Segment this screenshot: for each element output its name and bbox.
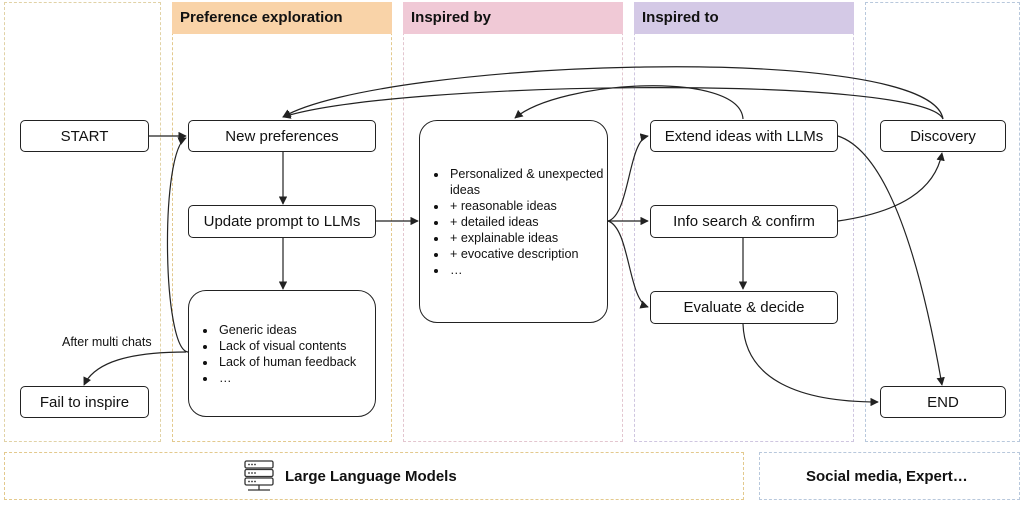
list-item: + reasonable ideas — [448, 198, 607, 214]
evaluate-decide-node: Evaluate & decide — [650, 291, 838, 324]
list-item: Lack of human feedback — [217, 354, 356, 370]
arrow-inspired-by-to-extend — [607, 133, 649, 222]
info-search-node: Info search & confirm — [650, 205, 838, 238]
social-bar: Social media, Expert… — [759, 452, 1020, 500]
arrow-discovery-loop-to-new-preferences-inner — [282, 87, 944, 120]
lane-start — [4, 2, 161, 442]
new-preferences-node: New preferences — [188, 120, 376, 152]
llm-output-list: Generic ideas Lack of visual contents La… — [189, 322, 356, 386]
discovery-node: Discovery — [880, 120, 1006, 152]
llm-output-box: Generic ideas Lack of visual contents La… — [188, 290, 376, 417]
list-item: Lack of visual contents — [217, 338, 356, 354]
server-icon — [242, 459, 276, 498]
lane-title-preference-exploration: Preference exploration — [172, 2, 392, 34]
fail-to-inspire-node: Fail to inspire — [20, 386, 149, 418]
extend-ideas-node: Extend ideas with LLMs — [650, 120, 838, 152]
list-item: + explainable ideas — [448, 230, 607, 246]
llm-bar: Large Language Models — [4, 452, 744, 500]
social-label: Social media, Expert… — [806, 468, 968, 485]
lane-outcome — [865, 2, 1020, 442]
update-prompt-node: Update prompt to LLMs — [188, 205, 376, 238]
inspired-by-box: Personalized & unexpected ideas + reason… — [419, 120, 608, 323]
llm-label: Large Language Models — [285, 468, 457, 485]
arrow-llm-output-loop-to-new-preferences — [166, 137, 189, 353]
arrow-extend-loop-to-inspired-by — [514, 85, 744, 120]
list-item: Generic ideas — [217, 322, 356, 338]
list-item: … — [448, 262, 607, 278]
lane-title-inspired-to: Inspired to — [634, 2, 854, 34]
end-node: END — [880, 386, 1006, 418]
start-node: START — [20, 120, 149, 152]
lane-title-inspired-by: Inspired by — [403, 2, 623, 34]
arrow-llm-output-to-fail — [83, 351, 187, 386]
arrow-inspired-by-to-evaluate — [607, 220, 649, 309]
after-multi-chats-label: After multi chats — [62, 335, 152, 349]
list-item: … — [217, 370, 356, 386]
list-item: Personalized & unexpected ideas — [448, 166, 607, 198]
list-item: + evocative description — [448, 246, 607, 262]
list-item: + detailed ideas — [448, 214, 607, 230]
arrow-extend-to-end — [837, 135, 945, 386]
arrow-info-search-to-discovery — [837, 152, 945, 222]
inspired-by-list: Personalized & unexpected ideas + reason… — [420, 166, 607, 278]
arrow-discovery-loop-to-new-preferences — [282, 66, 944, 120]
arrow-evaluate-to-end — [742, 323, 879, 407]
